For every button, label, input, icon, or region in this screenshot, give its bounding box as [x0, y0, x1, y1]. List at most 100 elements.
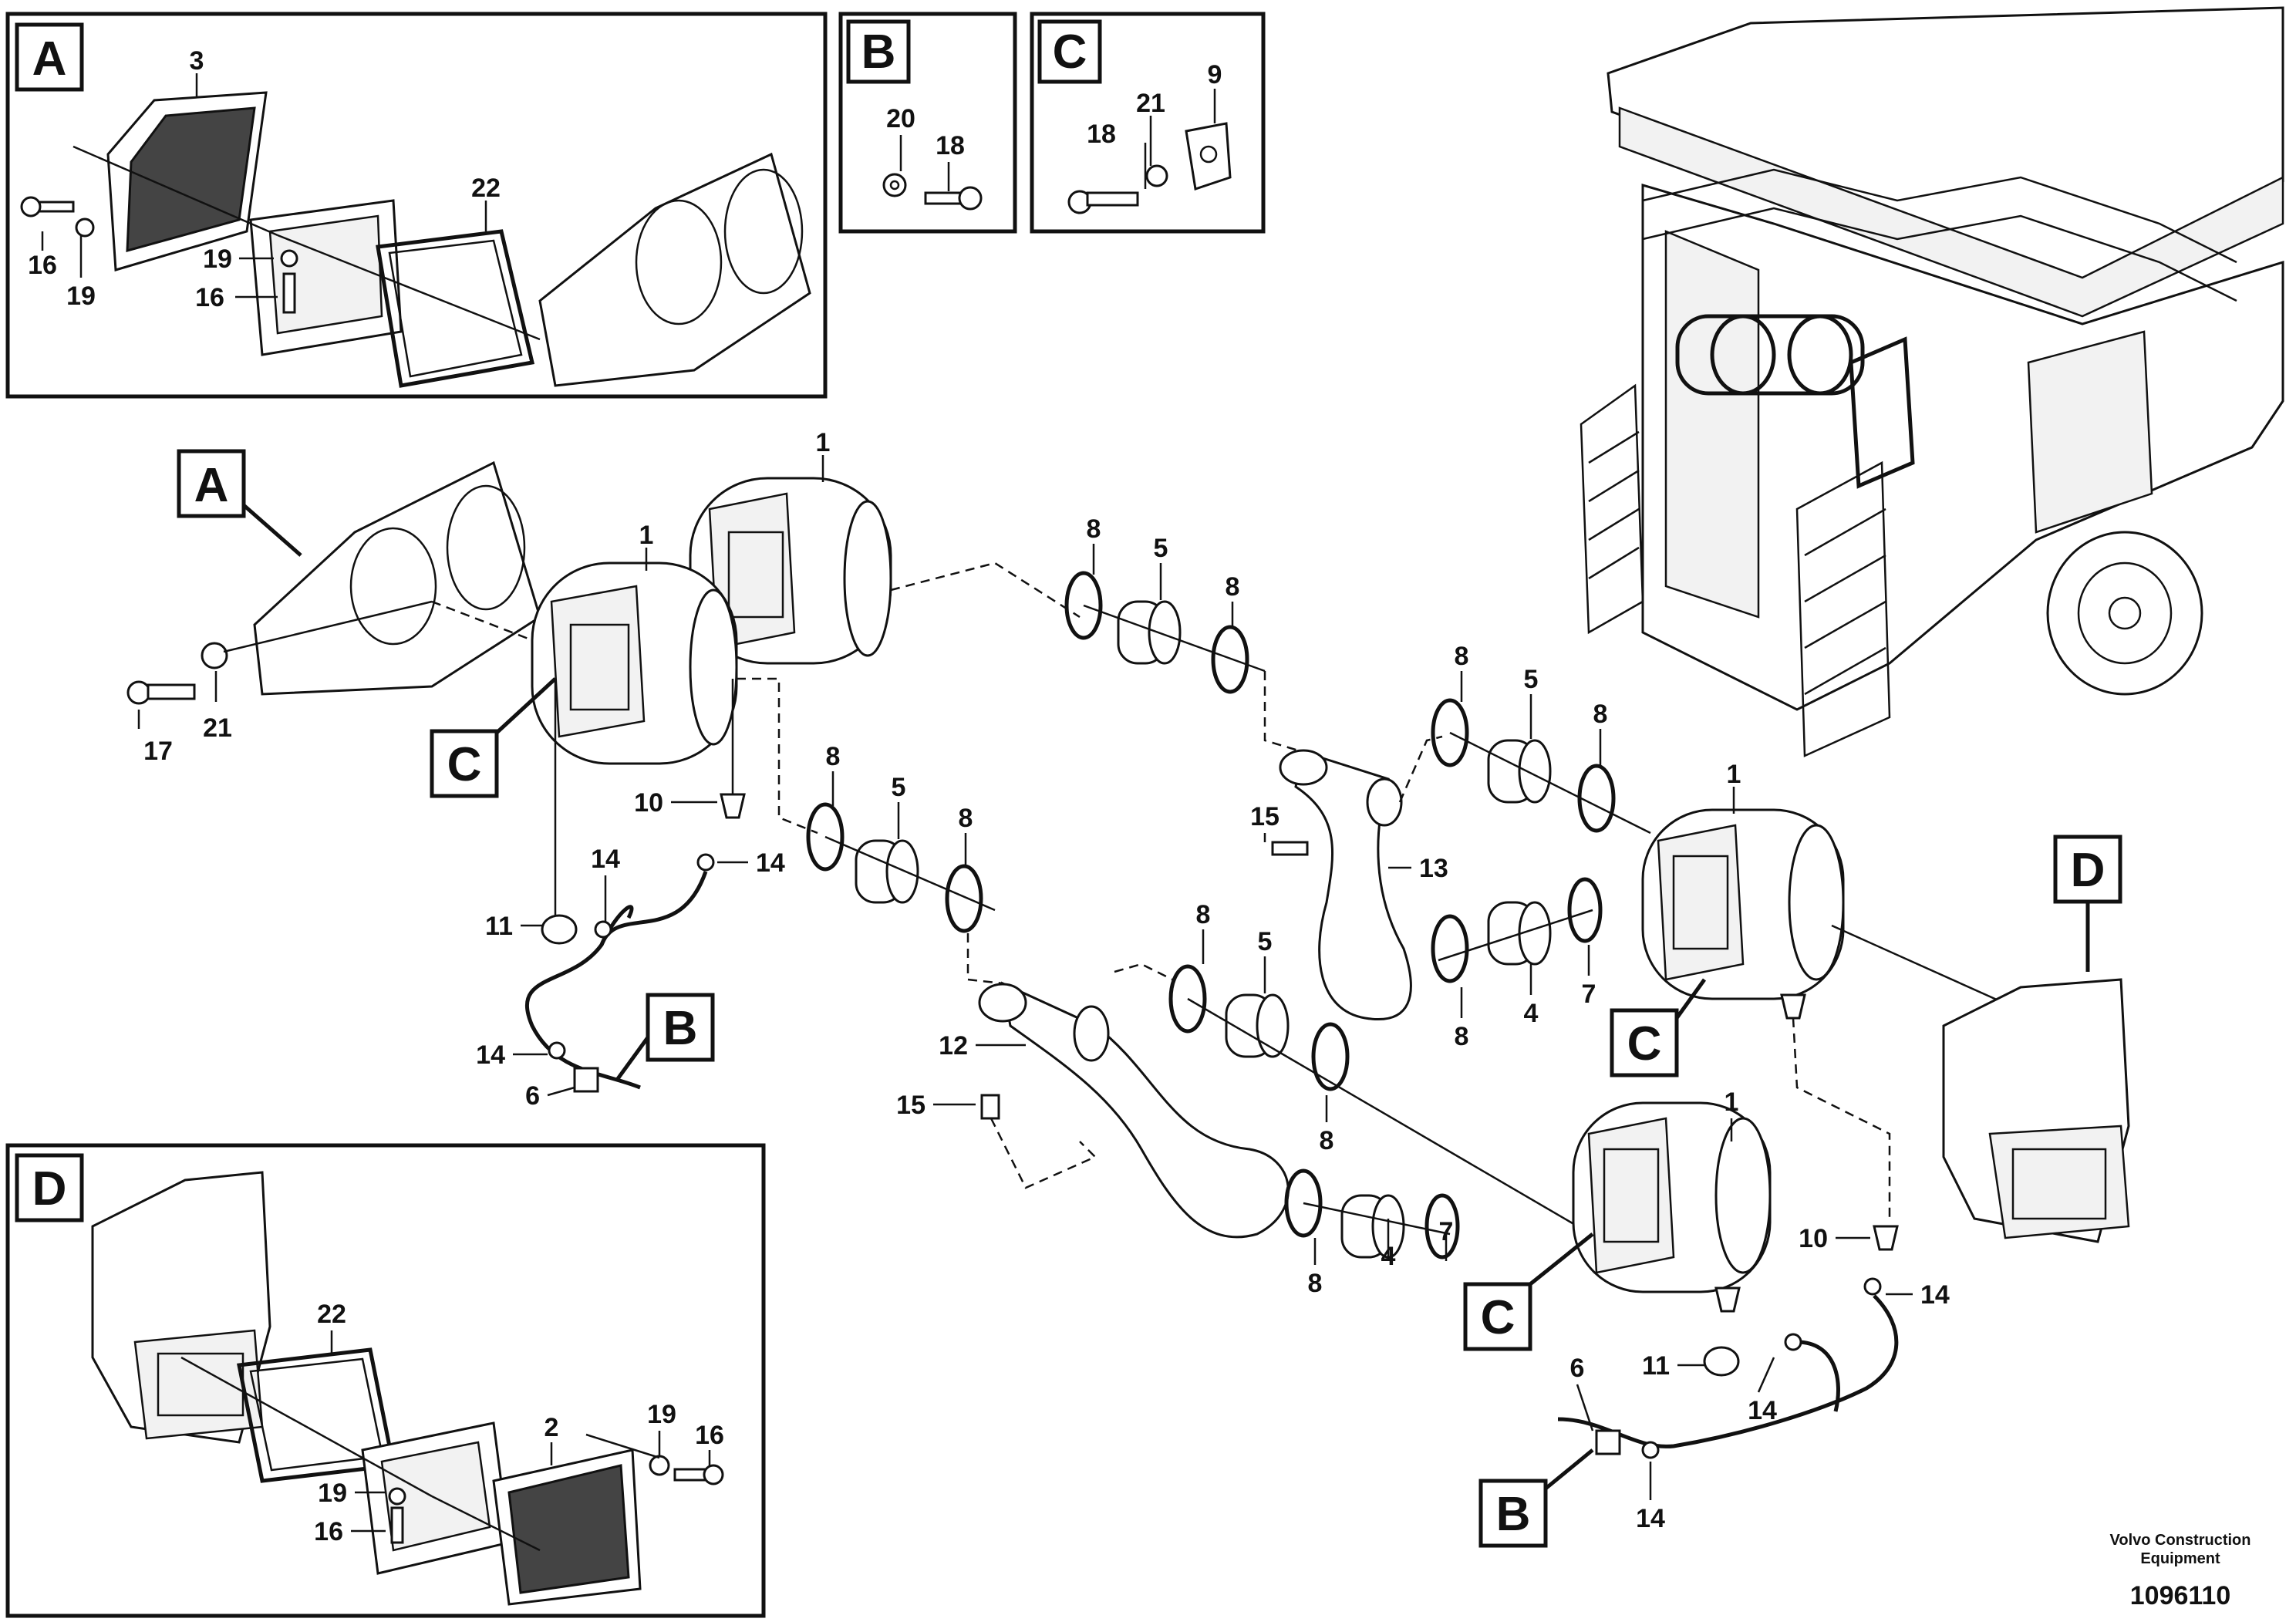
callout-a-19-frame: 19 [203, 244, 232, 274]
callout-5-a: 5 [1154, 534, 1168, 563]
valve-10-b [1873, 1225, 1899, 1251]
detail-b-panel: B 20 18 [838, 12, 1017, 234]
callout-17: 17 [143, 737, 173, 766]
sleeve-5-d [1487, 739, 1552, 804]
intake-housing [538, 152, 811, 387]
callout-b-18: 18 [936, 131, 965, 160]
callout-5-b: 5 [892, 773, 906, 802]
callout-10-b: 10 [1799, 1224, 1828, 1253]
callout-14-c: 14 [476, 1040, 505, 1070]
callout-13: 13 [1419, 854, 1448, 883]
brand-line-2: Equipment [2140, 1550, 2220, 1567]
washer-21-c [1145, 164, 1168, 187]
callout-a-22: 22 [471, 174, 501, 203]
pointer-c-right: C [1627, 1017, 1662, 1071]
detail-b-label: B [861, 25, 896, 79]
washer-19b [280, 249, 298, 268]
brand-caption: Volvo Construction Equipment [2095, 1531, 2265, 1568]
air-filter-1-upper [689, 477, 892, 665]
pointer-c-left: C [447, 738, 482, 791]
clip-14-c [548, 1041, 566, 1060]
brand-line-1: Volvo Construction [2109, 1532, 2251, 1549]
intake-housing-left [253, 460, 541, 696]
truck-illustration [1580, 6, 2284, 757]
clamp-8-a [1064, 571, 1103, 640]
bolt-17 [126, 680, 196, 705]
pipe-13 [1279, 749, 1412, 1020]
callout-a-16: 16 [28, 251, 57, 280]
callout-1-upper: 1 [816, 428, 831, 457]
callout-5-d: 5 [1524, 665, 1539, 694]
sleeve-4-b [1487, 901, 1552, 966]
sensor-15-b [1271, 841, 1309, 856]
clamp-8-g [1284, 1168, 1323, 1238]
callout-21: 21 [203, 713, 232, 743]
callout-12: 12 [939, 1031, 968, 1061]
pointer-b-right: B [1496, 1488, 1531, 1541]
bolt-18-b [924, 186, 983, 211]
callout-1-lower: 1 [639, 521, 654, 550]
callout-8-b: 8 [1226, 572, 1240, 602]
flange-6-a [573, 1067, 599, 1093]
intake-housing-d [91, 1171, 271, 1444]
callout-6-a: 6 [525, 1081, 540, 1111]
hose-6-b [1557, 1294, 1899, 1448]
callout-15-a: 15 [896, 1091, 925, 1120]
callout-d-2: 2 [544, 1413, 559, 1442]
detail-d-panel: D 22 2 19 16 [5, 1143, 766, 1618]
clamp-8-c [806, 802, 845, 872]
callout-b-20: 20 [886, 104, 915, 133]
flange-6-b [1595, 1429, 1621, 1455]
bolt-16a [20, 196, 75, 218]
callout-14-f: 14 [1636, 1504, 1665, 1533]
clamp-8-f [1311, 1022, 1350, 1091]
callout-d-22: 22 [317, 1300, 346, 1329]
clamp-8-b [1211, 625, 1249, 694]
callout-4-b: 4 [1524, 999, 1539, 1028]
callout-8-f: 8 [1320, 1126, 1334, 1155]
clamp-7-b [1567, 877, 1603, 943]
air-filter-1-right [1641, 808, 1845, 1020]
clip-nut-9 [1185, 122, 1232, 191]
sensor-15-a [980, 1094, 1000, 1120]
clip-14-b [696, 853, 715, 872]
detail-a-label: A [32, 32, 67, 86]
valve-10-a [720, 793, 746, 819]
pointer-c-bottom: C [1481, 1291, 1515, 1344]
pointer-d-label: D [2071, 844, 2106, 897]
washer-19-d [649, 1455, 670, 1476]
clamp-8-d [945, 864, 983, 933]
bolt-16-frame-d [390, 1506, 404, 1544]
callout-c-9: 9 [1208, 60, 1222, 89]
callout-d-16-frame: 16 [314, 1517, 343, 1546]
detail-c-label: C [1053, 25, 1087, 79]
callout-c-18: 18 [1087, 120, 1116, 149]
clip-14-e [1784, 1333, 1802, 1351]
callout-14-a: 14 [591, 845, 620, 874]
air-filter-cover [106, 91, 268, 271]
callout-1-bottom: 1 [1725, 1088, 1739, 1117]
callout-5-c: 5 [1258, 927, 1273, 956]
air-filter-1-lower [531, 561, 738, 765]
callout-a-19: 19 [66, 282, 96, 311]
clip-14-d [1863, 1277, 1882, 1296]
callout-1-right: 1 [1727, 760, 1741, 789]
callout-d-19: 19 [647, 1400, 676, 1429]
sleeve-5-b [855, 839, 919, 904]
callout-4-a: 4 [1381, 1242, 1396, 1271]
callout-d-16: 16 [695, 1421, 724, 1450]
callout-a-3: 3 [190, 46, 204, 76]
callout-8-a: 8 [1087, 514, 1101, 544]
washer-19a [75, 218, 95, 238]
document-number: 1096110 [2129, 1581, 2231, 1610]
callout-14-d: 14 [1920, 1280, 1950, 1310]
clamp-8-e [1168, 964, 1207, 1034]
callout-6-b: 6 [1570, 1354, 1585, 1383]
frame-bracket [249, 199, 403, 356]
callout-7-b: 7 [1582, 980, 1596, 1009]
sleeve-5-a [1117, 600, 1182, 665]
washer-19-frame-d [388, 1487, 406, 1506]
pointer-b-left: B [663, 1002, 698, 1055]
highlighted-filter-assembly [1675, 314, 1915, 489]
